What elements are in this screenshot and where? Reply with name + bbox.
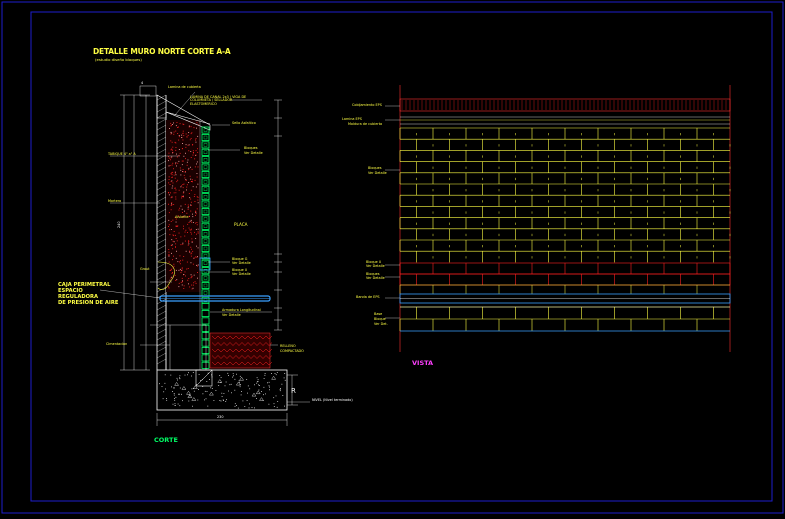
bottom-note: NIVEL (Nivel terminado) — [312, 398, 353, 402]
foundation — [156, 369, 288, 411]
insulation-note-4: DE PRESION DE AIRE — [58, 300, 119, 306]
brick-courses — [399, 127, 731, 263]
fill-note: Cimentacion — [106, 342, 128, 346]
insulation-note-1: CAJA PERIMETRAL — [58, 282, 111, 288]
left-note-2: Mortero — [108, 199, 122, 203]
dim-base-width: 230 — [217, 415, 224, 419]
view-slab-note: Banda de EPS — [356, 295, 380, 299]
view-base-note-1: Base — [374, 312, 383, 316]
view-red-note-1: Bloque U — [366, 260, 382, 264]
bond-beam-courses — [399, 262, 731, 294]
drawing-subtitle: (estudio diseño bloques) — [95, 57, 142, 62]
view-block-note-2: Ver Detalle — [368, 171, 387, 175]
ground-note-1: RELLENO — [280, 344, 296, 348]
section-label: CORTE — [154, 436, 178, 444]
dim-total-height: 240 — [117, 221, 121, 228]
view-band-note-2: Moldura de cubierta — [348, 122, 383, 126]
beam-note-4: Ver Detalle — [232, 272, 251, 276]
view-red-note-3: Bloques — [366, 272, 380, 276]
beam-note-2: Ver Detalle — [232, 261, 251, 265]
view-block-note-1: Bloques — [368, 166, 382, 170]
beam-note-3: Bloque U — [232, 268, 248, 272]
view-base-note-2: Bloque — [374, 317, 386, 321]
view-band-note: Lamina EPS — [342, 117, 362, 121]
coping-note: Sello Asfaltico — [232, 121, 256, 125]
top-note: Lamina de cubierta — [168, 85, 201, 89]
left-note-3: Aislante — [175, 215, 189, 219]
grout-note: Grout — [140, 267, 150, 271]
beam-note-1: Bloque G — [232, 257, 248, 261]
slab-note-2: Ver Detalle — [222, 313, 241, 317]
view-base-note-3: Ver Det. — [374, 322, 388, 326]
view-cap-note: Cobijamiento EPS — [352, 103, 382, 107]
cap-row — [399, 98, 731, 112]
insulation-note-3: REGULADORA — [58, 294, 99, 300]
view-red-note-2: Ver Detalle — [366, 264, 385, 268]
block-column — [199, 126, 211, 369]
dim-side: R — [291, 387, 296, 395]
view-label: VISTA — [412, 359, 434, 367]
roof-note: LAMINA DE CANAL 2x3 / VIGA DE COLUMNETA … — [190, 95, 247, 106]
slab-note: Armadura Longitudinal — [222, 308, 261, 312]
block-note-2: Ver Detalle — [244, 151, 263, 155]
elevation-view — [385, 85, 731, 352]
dim-top: 4 — [141, 81, 144, 85]
placa-label: PLACA — [234, 222, 248, 227]
view-red-note-4: Ver Detalle — [366, 276, 385, 280]
block-note-1: Bloques — [244, 146, 258, 150]
insulation-note-2: ESPACIO — [58, 288, 83, 294]
section-detail — [99, 85, 310, 426]
inner-frame — [30, 11, 773, 502]
left-note-1: TABIQUE 4" a" A — [108, 152, 136, 156]
drawing-title: DETALLE MURO NORTE CORTE A-A — [93, 47, 231, 56]
ground-note-2: COMPACTADO — [280, 349, 304, 353]
